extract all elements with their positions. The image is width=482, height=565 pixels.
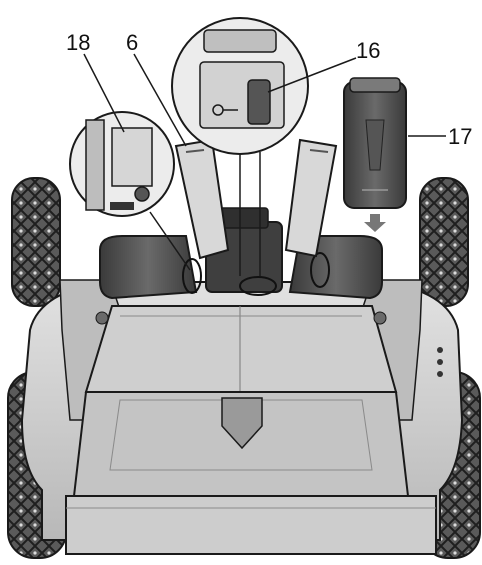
handle-right	[284, 138, 338, 258]
callout-6: 6	[126, 30, 138, 55]
callout-18: 18	[66, 30, 90, 55]
battery-pack	[343, 77, 407, 209]
callout-17: 17	[448, 124, 472, 149]
right-rear-wheel	[419, 177, 469, 307]
mower-body	[20, 279, 464, 555]
left-rear-wheel	[11, 177, 61, 307]
key-slot-zoom	[171, 17, 309, 276]
leader-lines	[83, 53, 446, 147]
battery-compartment	[99, 207, 386, 300]
latch-zoom	[69, 111, 191, 271]
callout-16: 16	[356, 38, 380, 63]
